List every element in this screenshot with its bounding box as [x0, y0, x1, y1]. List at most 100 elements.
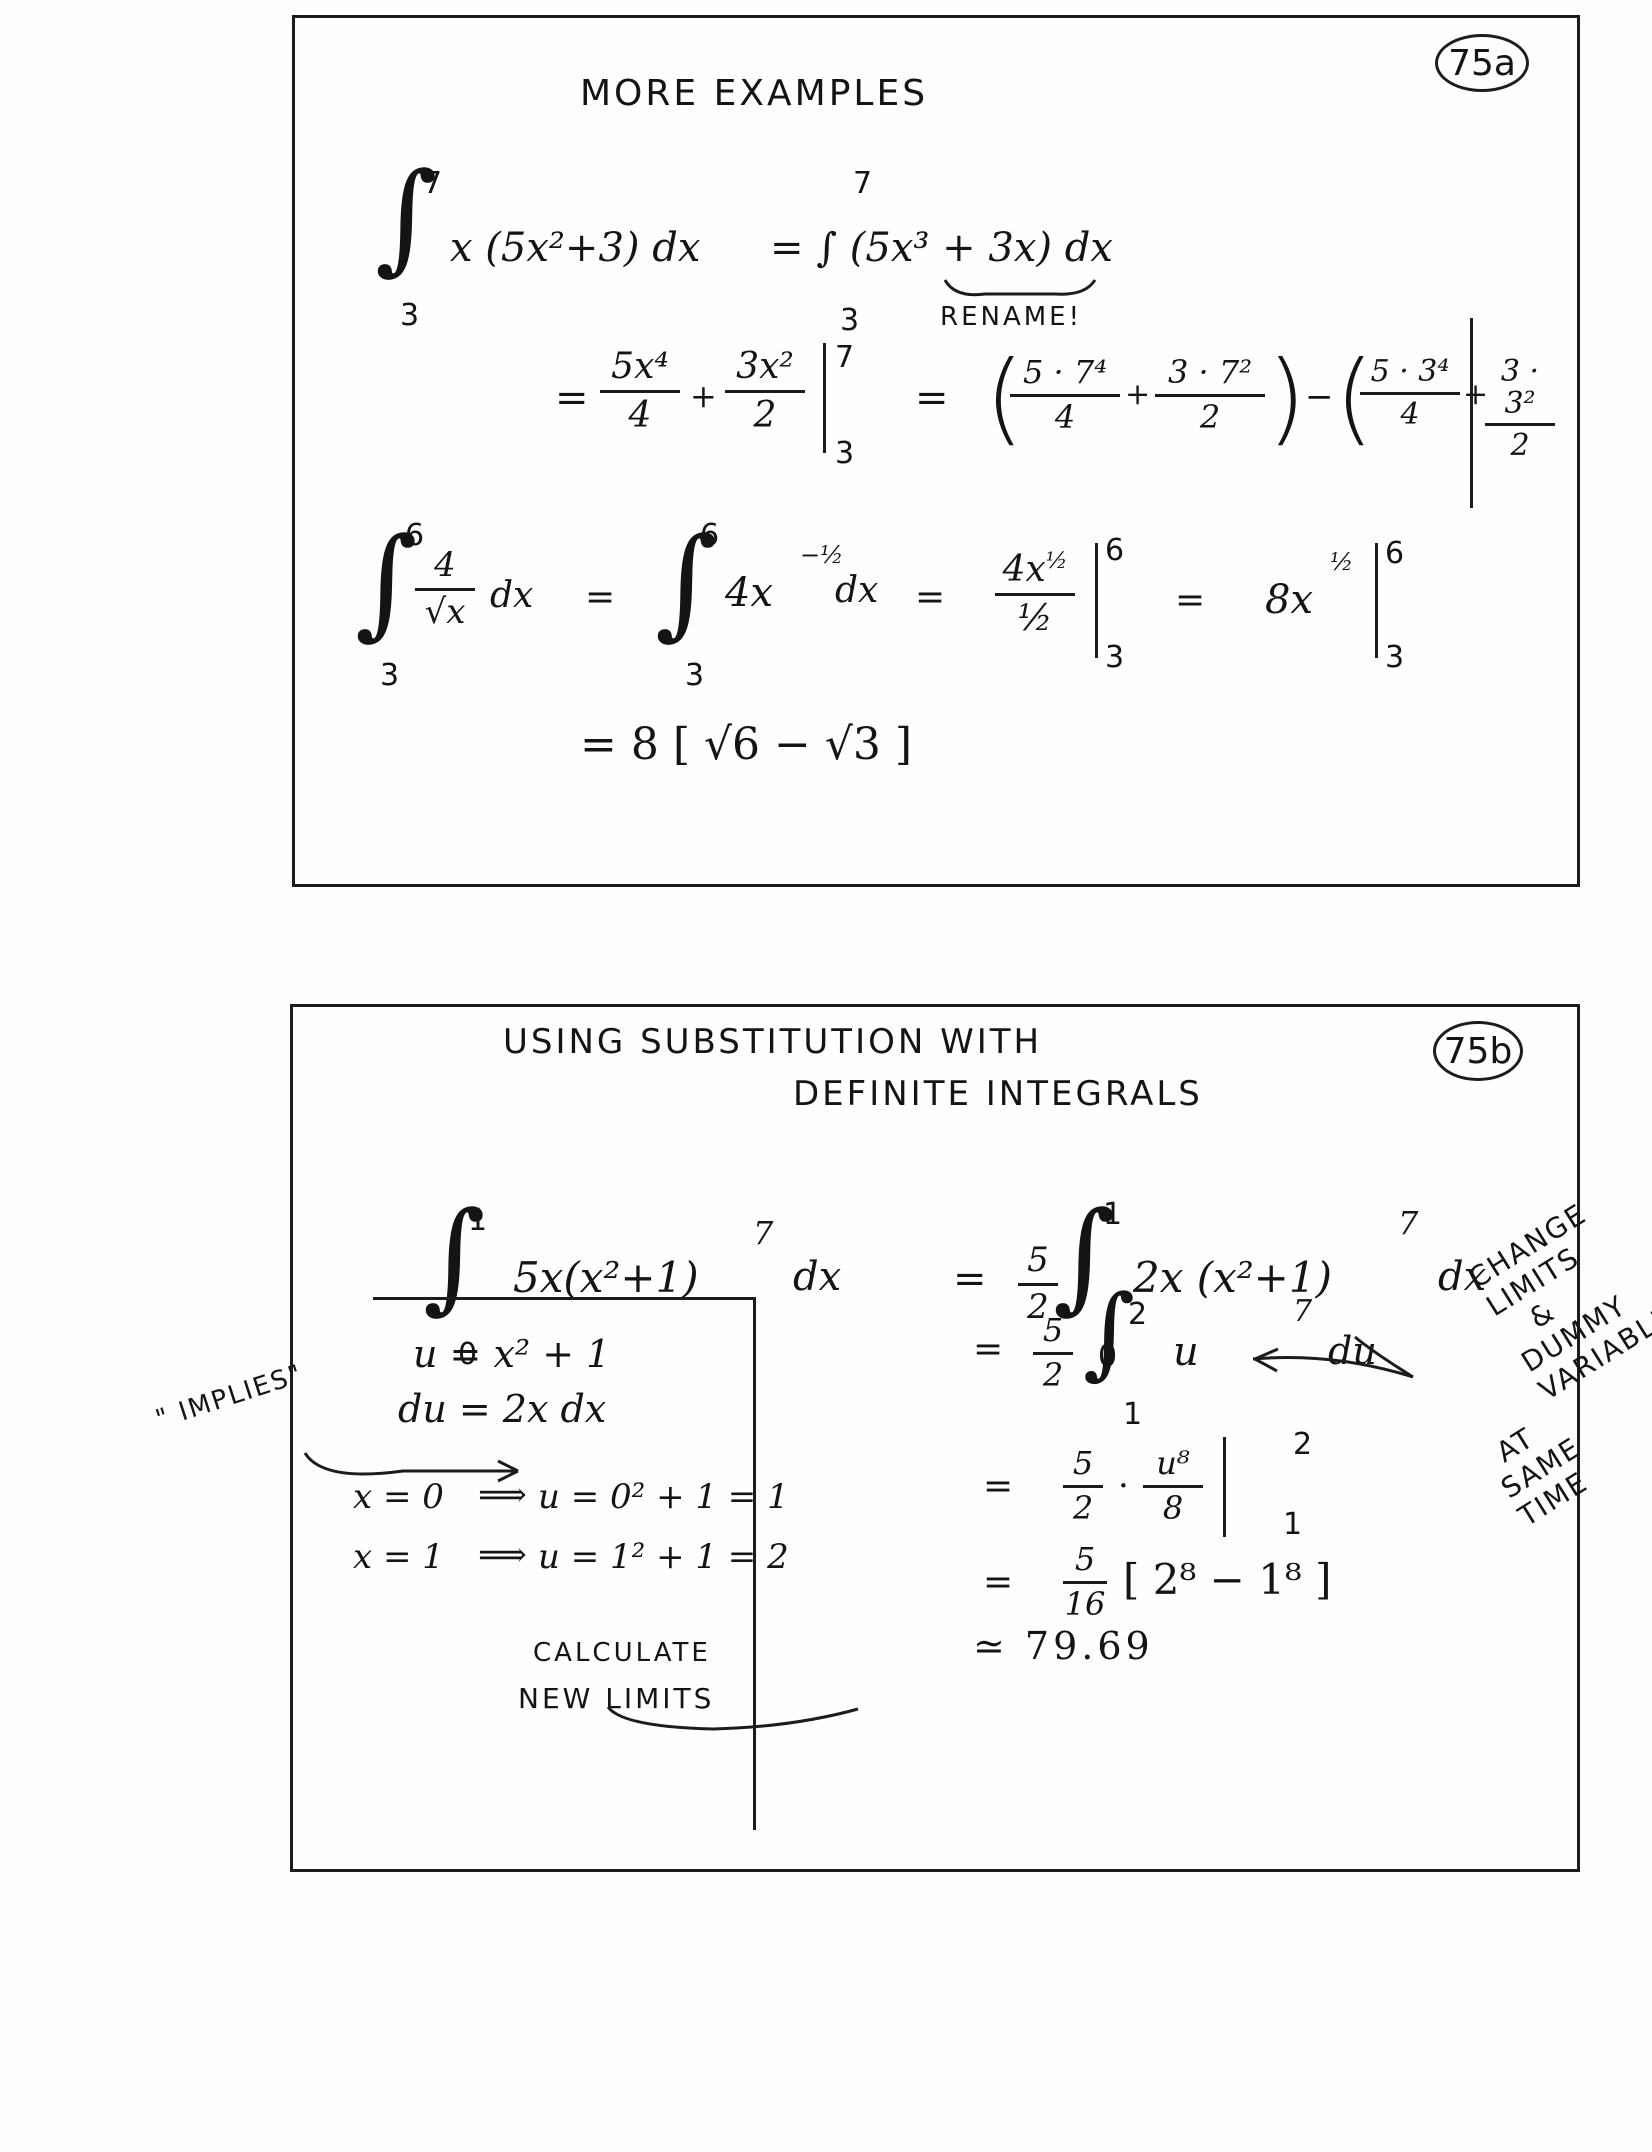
eval-upper: 2 — [1293, 1427, 1313, 1462]
equals-sign: = — [973, 1329, 1004, 1370]
plus-sign: + — [1125, 377, 1151, 412]
slide-title-line2: DEFINITE INTEGRALS — [793, 1074, 1203, 1114]
slide-75a: 75a MORE EXAMPLES ∫ 7 3 x (5x²+3) dx = ∫… — [292, 15, 1580, 887]
slide-title-line1: USING SUBSTITUTION WITH — [503, 1022, 1043, 1062]
minus-sign: − — [1305, 377, 1334, 417]
substitution-box: u = x² + 1 du = 2x dx x = 0 ⟹ u = 0² + 1… — [353, 1297, 789, 1830]
eval-lower: 1 — [1283, 1507, 1303, 1542]
x-value: x = 0 — [353, 1477, 444, 1517]
eval-upper: 6 — [1105, 533, 1125, 568]
upper-limit: 6 — [405, 518, 425, 553]
page-badge: 75a — [1435, 34, 1529, 92]
differential: dx — [1438, 1254, 1487, 1300]
integrand: 2x (x²+1) — [1133, 1253, 1332, 1302]
exponent: ½ — [1330, 548, 1354, 576]
integrand: 5x(x²+1) — [513, 1253, 699, 1302]
upper-limit: 2 — [1128, 1297, 1148, 1332]
fraction: 52 0 — [1033, 1313, 1073, 1426]
eval-upper: 6 — [1385, 536, 1405, 571]
lower-limit: 3 — [400, 298, 420, 333]
evaluation-bar — [1223, 1437, 1226, 1537]
underbrace-mark — [943, 279, 1097, 297]
evaluation-bar — [1375, 543, 1378, 658]
plus-sign: + — [690, 377, 717, 415]
bracket-expression: [ 2⁸ − 1⁸ ] — [1123, 1555, 1332, 1604]
new-limits-label: NEW LIMITS — [518, 1682, 715, 1715]
integral-sign-icon: ∫ — [655, 513, 718, 652]
integrand: 4x — [725, 570, 774, 616]
exponent: −½ — [800, 541, 844, 569]
integral-sign-icon: ∫ — [1053, 1187, 1116, 1326]
differential: dx — [490, 575, 534, 616]
equals-sign: = — [585, 577, 616, 618]
paren-open: ( — [1335, 339, 1375, 456]
paren-open: ( — [985, 339, 1025, 456]
upper-limit: 1 — [1103, 1197, 1123, 1232]
integral-sign-icon: ∫ — [355, 513, 418, 652]
dot-operator: · — [1118, 1466, 1129, 1506]
implies-arrow — [303, 1452, 518, 1476]
fraction: 4√x — [415, 547, 475, 630]
arrow-head-icon — [1254, 1347, 1279, 1373]
exponent: 7 — [753, 1214, 774, 1252]
eval-lower: 3 — [835, 436, 855, 471]
arrow-to-limits — [1252, 1355, 1414, 1379]
eval-lower: 3 — [1105, 640, 1125, 675]
equals-sign: = — [915, 577, 946, 618]
arrow-to-exponent — [1354, 1335, 1414, 1379]
exponent: 7 — [1293, 1294, 1313, 1329]
differential: dx — [835, 570, 879, 611]
differential: dx — [793, 1254, 842, 1300]
upper-limit: 1 — [468, 1203, 488, 1238]
slide-title: MORE EXAMPLES — [580, 73, 929, 114]
arrow-head-icon — [497, 1459, 519, 1483]
stray-mark — [1470, 318, 1473, 508]
integrand: x (5x²+3) dx — [450, 225, 701, 271]
equals-sign: = — [983, 1466, 1014, 1507]
equals-sign: = — [555, 375, 589, 421]
integral-sign-icon: ∫ — [375, 148, 438, 287]
eval-upper: 7 — [835, 340, 855, 375]
upper-limit: 7 — [423, 166, 443, 201]
lower-limit: 3 — [380, 658, 400, 693]
eval-lower: 3 — [1385, 640, 1405, 675]
result: 8x — [1265, 577, 1314, 623]
rhs-lower-limit: 3 — [840, 303, 860, 338]
slide-75b: 75b USING SUBSTITUTION WITH DEFINITE INT… — [152, 1004, 1652, 1872]
equals-sign: = — [915, 375, 949, 421]
u-value: u = 1² + 1 = 2 — [538, 1537, 789, 1577]
upper-limit: 6 — [700, 518, 720, 553]
evaluation-bar — [823, 343, 826, 453]
paren-close: ) — [1267, 339, 1307, 456]
final-result: = 8 [ √6 − √3 ] — [580, 719, 913, 770]
underbrace-mark — [606, 1705, 859, 1731]
integrand: u — [1173, 1329, 1199, 1375]
handwriting-marks — [943, 279, 1097, 297]
integral-sign-icon: ∫ — [423, 1187, 486, 1326]
equals-sign: = — [953, 1256, 987, 1302]
implies-note: " IMPLIES" — [152, 1359, 307, 1435]
rhs-expression: = ∫ (5x³ + 3x) dx — [770, 225, 1113, 271]
u-value: u = 0² + 1 = 1 — [538, 1477, 789, 1517]
integral-sign-icon: ∫ — [1083, 1273, 1136, 1390]
evaluation-bar — [1095, 543, 1098, 658]
page-badge: 75b — [1433, 1021, 1523, 1081]
rhs-upper-limit: 7 — [853, 166, 873, 201]
lower-limit: 3 — [685, 658, 705, 693]
implies-arrow-icon: ⟹ — [478, 1535, 527, 1575]
x-value: x = 1 — [353, 1537, 444, 1577]
equals-sign: = — [1175, 580, 1206, 621]
lower-limit: 0 — [458, 1337, 478, 1372]
handwriting-marks — [303, 1335, 1414, 1731]
approx-result: ≃ 79.69 — [973, 1624, 1154, 1668]
